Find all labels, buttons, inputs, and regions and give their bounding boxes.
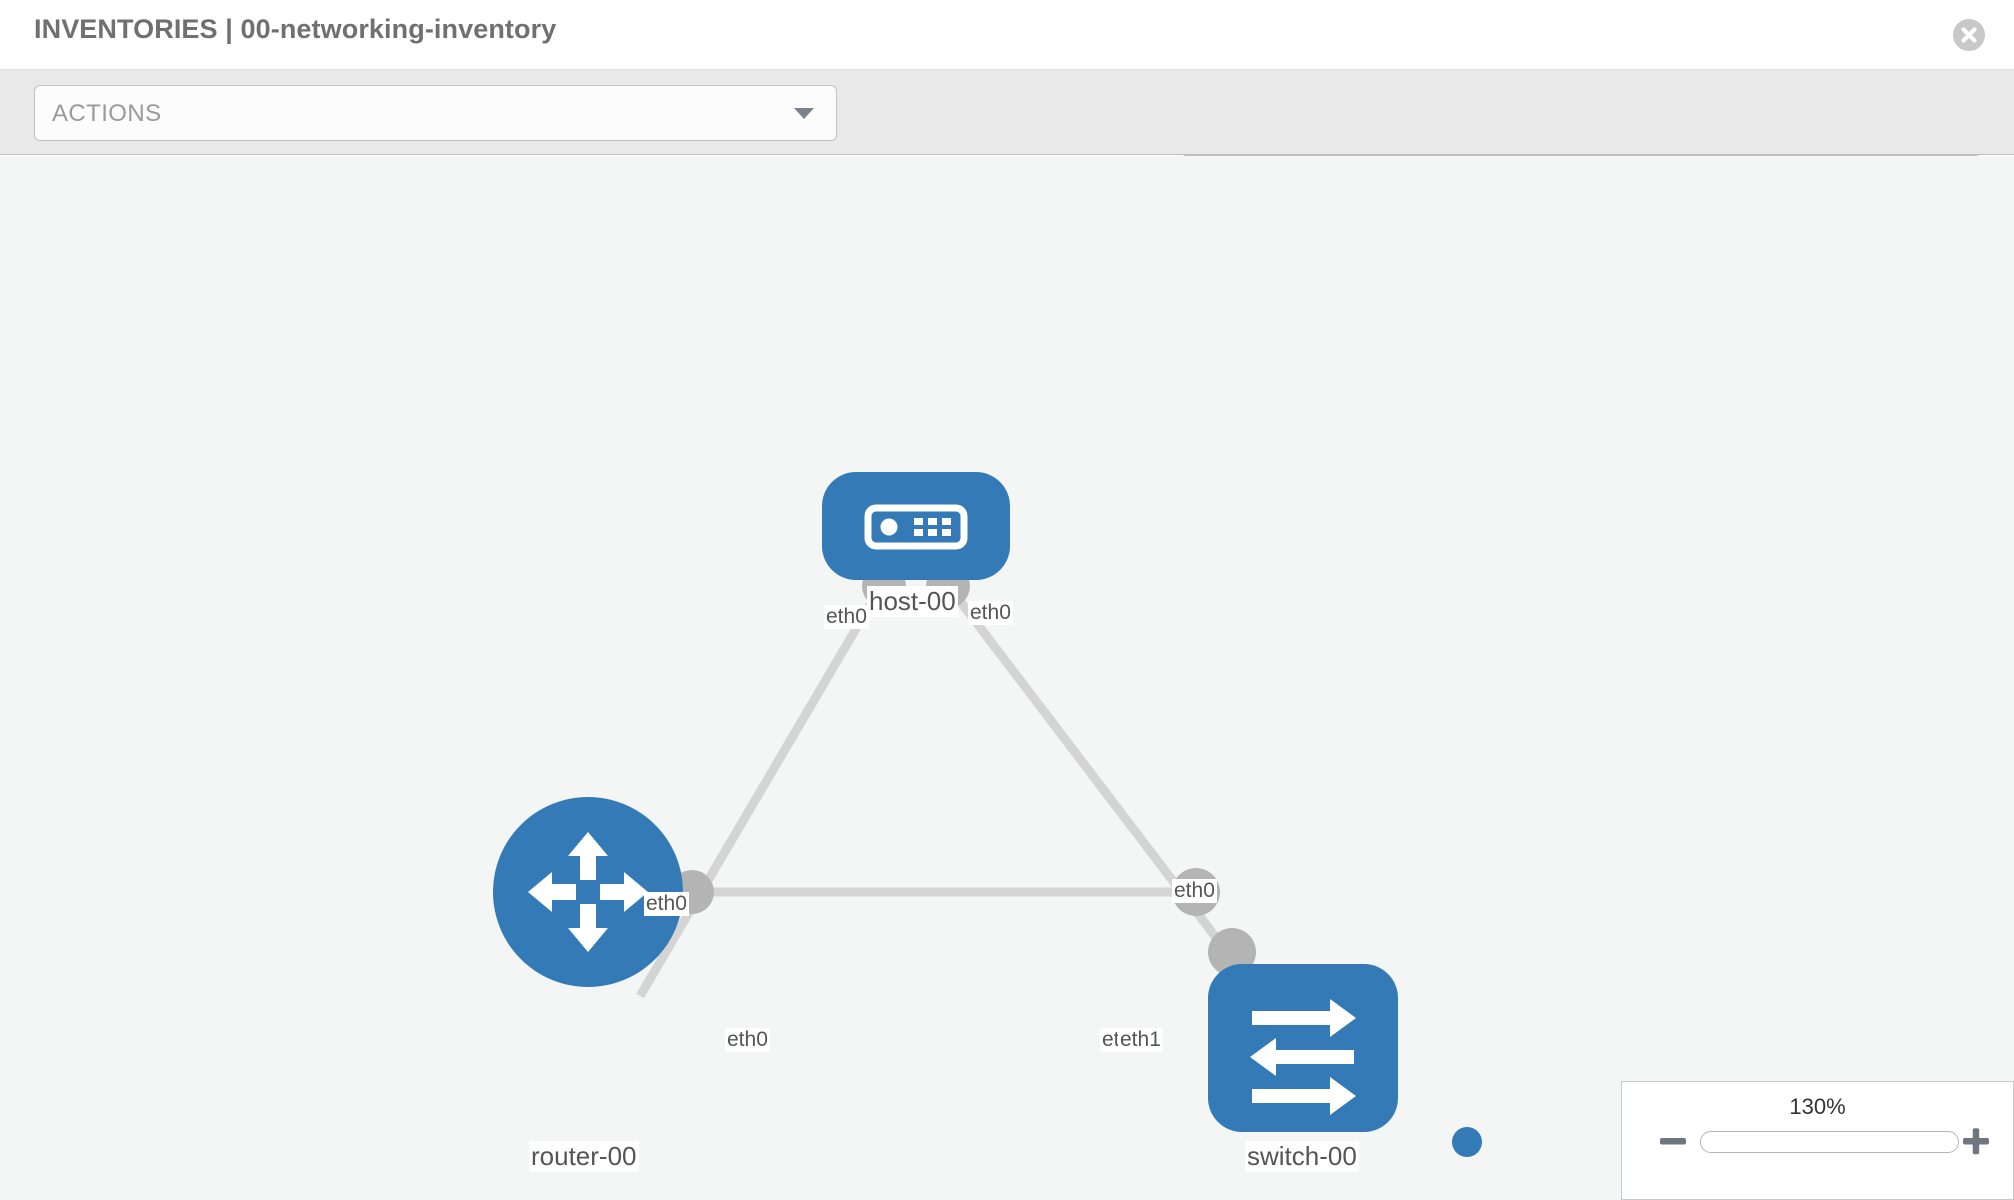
chevron-down-icon — [794, 108, 814, 119]
node-switch-00 — [1208, 964, 1398, 1132]
toolbar: ACTIONS SEARCH — [0, 70, 2014, 211]
zoom-control-panel: 130% — [1621, 1081, 2014, 1200]
node-router-00 — [493, 797, 683, 987]
actions-dropdown[interactable]: ACTIONS — [34, 85, 837, 141]
zoom-slider-thumb[interactable] — [1452, 1127, 1482, 1157]
node-host-00 — [822, 472, 1010, 580]
edge-label-switch-eth1: eth1 — [1118, 1028, 1163, 1052]
node-label-router-00: router-00 — [529, 1141, 639, 1172]
topology-canvas[interactable]: host-00 router-00 switch-00 eth0 eth0 et… — [0, 156, 2014, 1200]
zoom-level-label: 130% — [1789, 1094, 1846, 1119]
zoom-slider-track[interactable] — [1700, 1131, 1959, 1153]
topology-ports — [670, 564, 1256, 976]
link-host-router — [636, 585, 884, 999]
node-label-host-00: host-00 — [867, 586, 958, 617]
topology-links — [636, 585, 1234, 999]
edge-label-host-eth0-right: eth0 — [968, 601, 1013, 625]
node-label-switch-00: switch-00 — [1245, 1141, 1359, 1172]
edge-label-host-eth0-left: eth0 — [824, 605, 869, 629]
page-header: INVENTORIES | 00-networking-inventory — [0, 0, 2014, 70]
edge-label-router-eth0-uplink: eth0 — [644, 892, 689, 916]
page-title: INVENTORIES | 00-networking-inventory — [34, 14, 557, 44]
edge-label-switch-eth0-uplink: eth0 — [1172, 879, 1217, 903]
actions-dropdown-label: ACTIONS — [52, 100, 162, 127]
plus-icon[interactable] — [1959, 1124, 1993, 1158]
close-icon[interactable] — [1952, 18, 1986, 52]
minus-icon[interactable] — [1656, 1124, 1690, 1158]
edge-label-router-eth0: eth0 — [725, 1028, 770, 1052]
topology-graph — [493, 472, 1398, 1132]
